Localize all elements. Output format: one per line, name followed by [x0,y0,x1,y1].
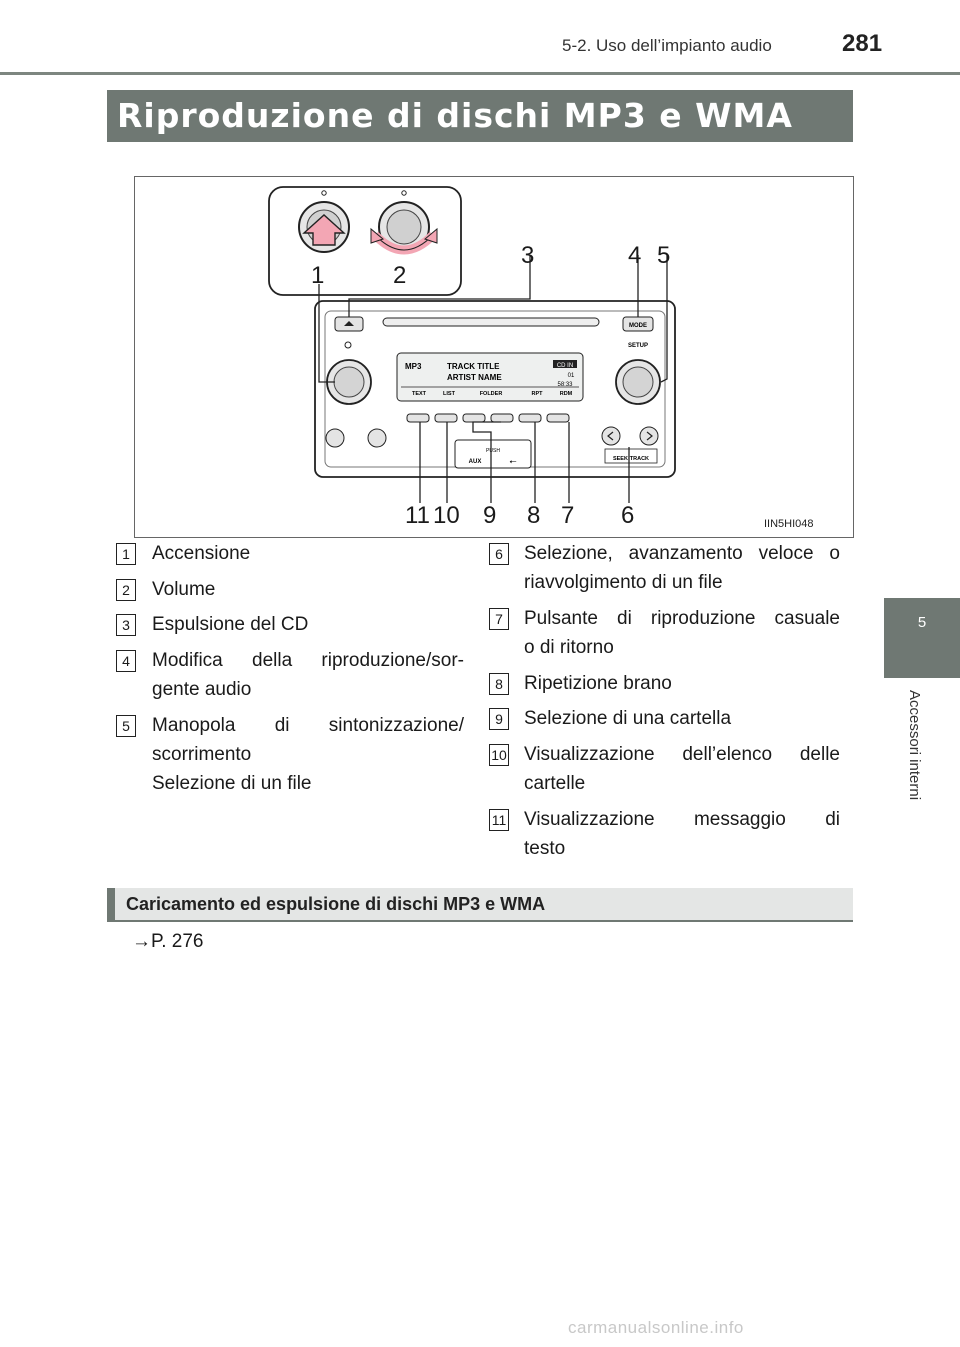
callout-11: 11 [405,502,430,529]
display-btn-rdm: RDM [560,391,573,397]
callout-1: 1 [311,262,324,289]
display-btn-list: LIST [443,391,456,397]
aux-label: AUX [469,459,482,465]
subsection-rule [107,920,853,922]
callout-7: 7 [561,502,574,529]
subsection-accent [107,888,115,920]
legend-text-11: Visualizzazione messaggio di testo [524,809,840,859]
page-number: 281 [842,30,883,57]
legend-num-4: 4 [116,650,136,672]
push-label: PUSH [486,448,500,454]
legend-text-10: Visualizzazione dell’elenco delle cartel… [524,744,840,794]
legend-num-11: 11 [489,809,509,831]
audio-panel-figure: MODE SETUP MP3 TRACK TITLE ARTIST NAME C… [134,176,854,538]
legend-num-10: 10 [489,744,509,766]
callout-3: 3 [521,242,534,269]
legend-num-1: 1 [116,543,136,565]
subsection-bar [107,888,853,920]
callout-2: 2 [393,262,406,289]
legend-num-9: 9 [489,708,509,730]
legend-text-1: Accensione [152,543,251,564]
header-rule [0,72,960,75]
display-format: MP3 [405,362,422,371]
legend-num-3: 3 [116,614,136,636]
legend-text-3: Espulsione del CD [152,614,309,635]
figure-code: IIN5HI048 [764,518,814,530]
callout-10: 10 [433,502,460,529]
chapter-number: 5 [917,614,927,631]
page-reference-link[interactable]: →P. 276 [132,931,204,952]
legend-num-7: 7 [489,608,509,630]
display-btn-text: TEXT [412,391,427,397]
watermark: carmanualsonline.info [568,1318,744,1337]
seek-label: SEEK·TRACK [613,456,649,462]
svg-text:⭠: ⭠ [509,456,516,466]
legend-num-8: 8 [489,673,509,695]
callout-4: 4 [628,242,641,269]
legend-text-8: Ripetizione brano [524,673,672,694]
callout-8: 8 [527,502,540,529]
display-track: TRACK TITLE [447,362,500,371]
chapter-title: Accessori interni [906,690,923,801]
subsection-title: Caricamento ed espulsione di dischi MP3 … [126,894,546,914]
mode-label: MODE [629,323,647,329]
chapter-tab[interactable] [884,598,960,678]
page-title: Riproduzione di dischi MP3 e WMA [117,96,793,135]
callout-5: 5 [657,242,670,269]
display-btn-folder: FOLDER [480,391,503,397]
legend-num-6: 6 [489,543,509,565]
section-header: 5-2. Uso dell’impianto audio [562,36,772,55]
legend-num-2: 2 [116,579,136,601]
legend-text-6: Selezione, avanzamento veloce o riavvolg… [524,543,840,593]
callout-6: 6 [621,502,634,529]
legend-num-5: 5 [116,715,136,737]
page-title-bar: Riproduzione di dischi MP3 e WMA [107,90,853,142]
audio-panel-illustration: MODE SETUP MP3 TRACK TITLE ARTIST NAME C… [268,186,676,529]
legend-text-7: Pulsante di riproduzione casuale o di ri… [524,608,840,658]
display-time: 58:33 [557,382,573,388]
display-btn-rpt: RPT [532,391,544,397]
display-cd: CD IN [557,363,573,369]
legend-text-4: Modifica della riproduzione/sor- gente a… [152,650,464,700]
legend-text-2: Volume [152,579,216,600]
legend-text-5: Manopola di sintonizzazione/ scorrimento… [152,715,464,794]
display-num: 01 [568,373,575,379]
legend-text-9: Selezione di una cartella [524,708,732,729]
setup-label: SETUP [628,343,648,349]
callout-9: 9 [483,502,496,529]
display-artist: ARTIST NAME [447,373,502,382]
